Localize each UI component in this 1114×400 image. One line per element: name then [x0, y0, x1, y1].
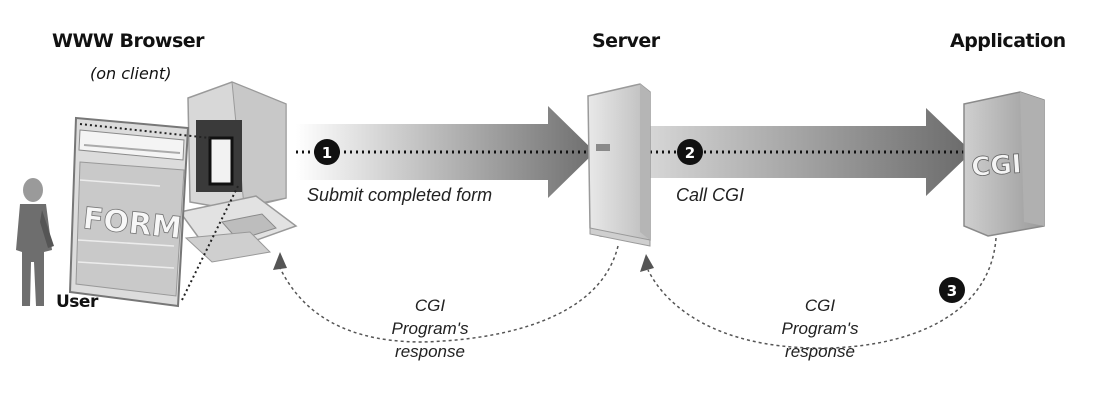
step-1-number: 1	[322, 144, 332, 162]
server-tower	[587, 83, 651, 247]
step-1-marker: 1	[314, 139, 340, 165]
client-computer	[178, 81, 298, 263]
step-2-number: 2	[685, 144, 695, 162]
step-2-marker: 2	[677, 139, 703, 165]
step-2-caption: Call CGI	[676, 185, 745, 205]
user-figure	[16, 178, 54, 306]
server-title: Server	[592, 30, 660, 52]
response-line-2: Program's	[391, 319, 469, 338]
step-3-marker: 3	[939, 277, 965, 303]
user-label: User	[56, 292, 98, 312]
response-line-3: response	[395, 342, 465, 361]
response-label-client: CGI Program's response	[380, 294, 480, 363]
response-line-3: response	[785, 342, 855, 361]
browser-window	[68, 116, 239, 308]
response-label-server: CGI Program's response	[770, 294, 870, 363]
browser-title: WWW Browser	[52, 30, 205, 52]
browser-subtitle: (on client)	[90, 64, 172, 83]
cgi-box-label: CGI	[970, 150, 1022, 183]
response-line-1: CGI	[804, 296, 836, 315]
step-3-number: 3	[947, 282, 957, 300]
response-line-1: CGI	[414, 296, 446, 315]
response-line-2: Program's	[781, 319, 859, 338]
arrow-call-cgi	[650, 108, 972, 196]
step-1-caption: Submit completed form	[307, 185, 493, 205]
application-box	[963, 91, 1045, 237]
response-arrow-server-to-client	[273, 245, 619, 343]
application-title: Application	[950, 30, 1066, 52]
response-arrow-application-to-server	[640, 237, 997, 349]
arrow-submit-form	[296, 106, 596, 198]
